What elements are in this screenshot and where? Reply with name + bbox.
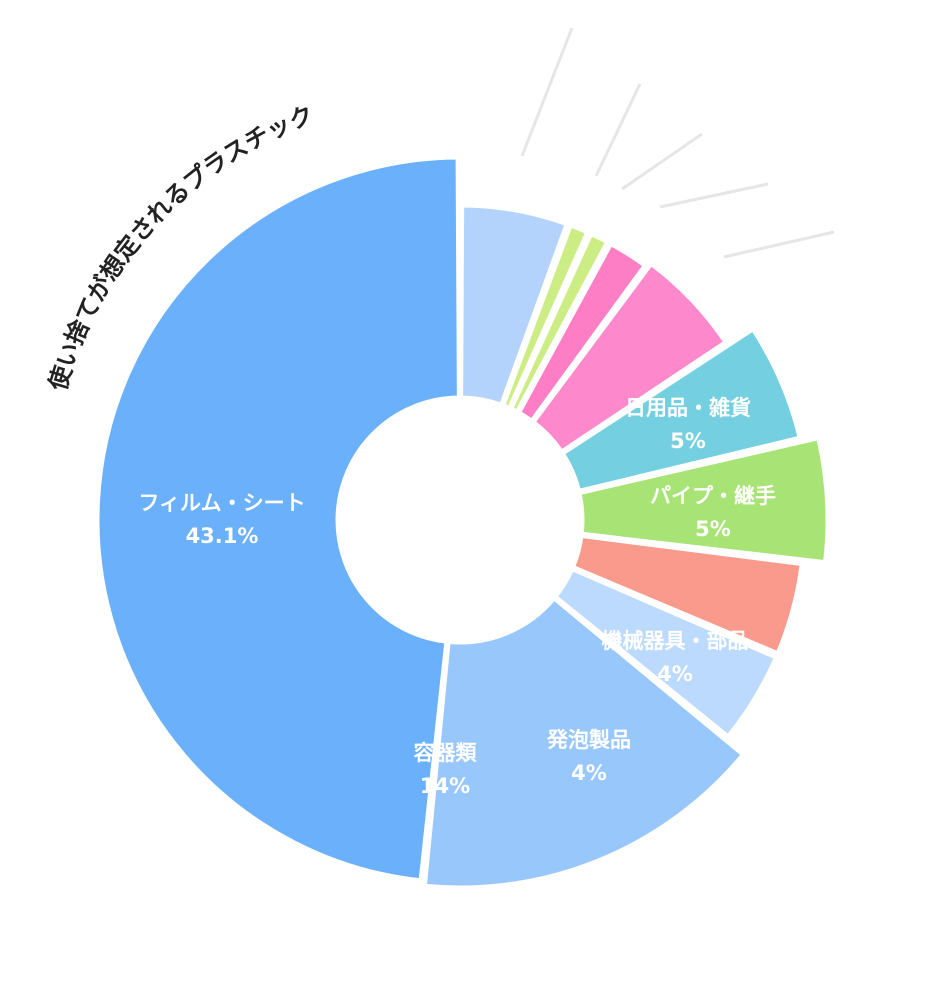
leader-lines [520,27,835,259]
label-machinery: 機械器具・部品 [602,629,749,653]
leader-reinforced [621,132,703,191]
value-machinery: 4% [657,662,693,686]
leader-leather [594,83,642,177]
leader-board [659,182,769,209]
slice-film [94,154,462,884]
value-pipe: 5% [695,517,731,541]
value-containers: 14% [420,774,470,798]
value-foam: 4% [571,761,607,785]
slice-pipe [575,434,831,566]
slice-containers [421,594,748,891]
label-building: 建材 5% [839,216,916,239]
value-film: 43.1% [186,524,259,548]
slices-group [94,154,831,891]
label-pipe: パイプ・継手 [650,484,776,508]
label-reinforced: 強化製品 1% [713,116,828,139]
label-other: その他 5% [587,16,683,39]
slice-foam [551,565,780,741]
label-daily: 日用品・雑貨 [625,396,751,420]
slice-building [529,259,730,456]
leader-other [520,27,574,157]
slice-machinery [569,532,806,658]
leader-building [723,230,835,259]
label-foam: 発泡製品 [546,728,631,752]
slice-other [458,202,571,409]
value-daily: 5% [670,429,706,453]
label-synthetic-leather: 合成皮革 1% [650,66,765,89]
label-board: 板 2% [776,166,834,189]
slice-daily [558,325,804,495]
label-containers: 容器類 [414,741,478,765]
label-film: フィルム・シート [138,491,305,515]
